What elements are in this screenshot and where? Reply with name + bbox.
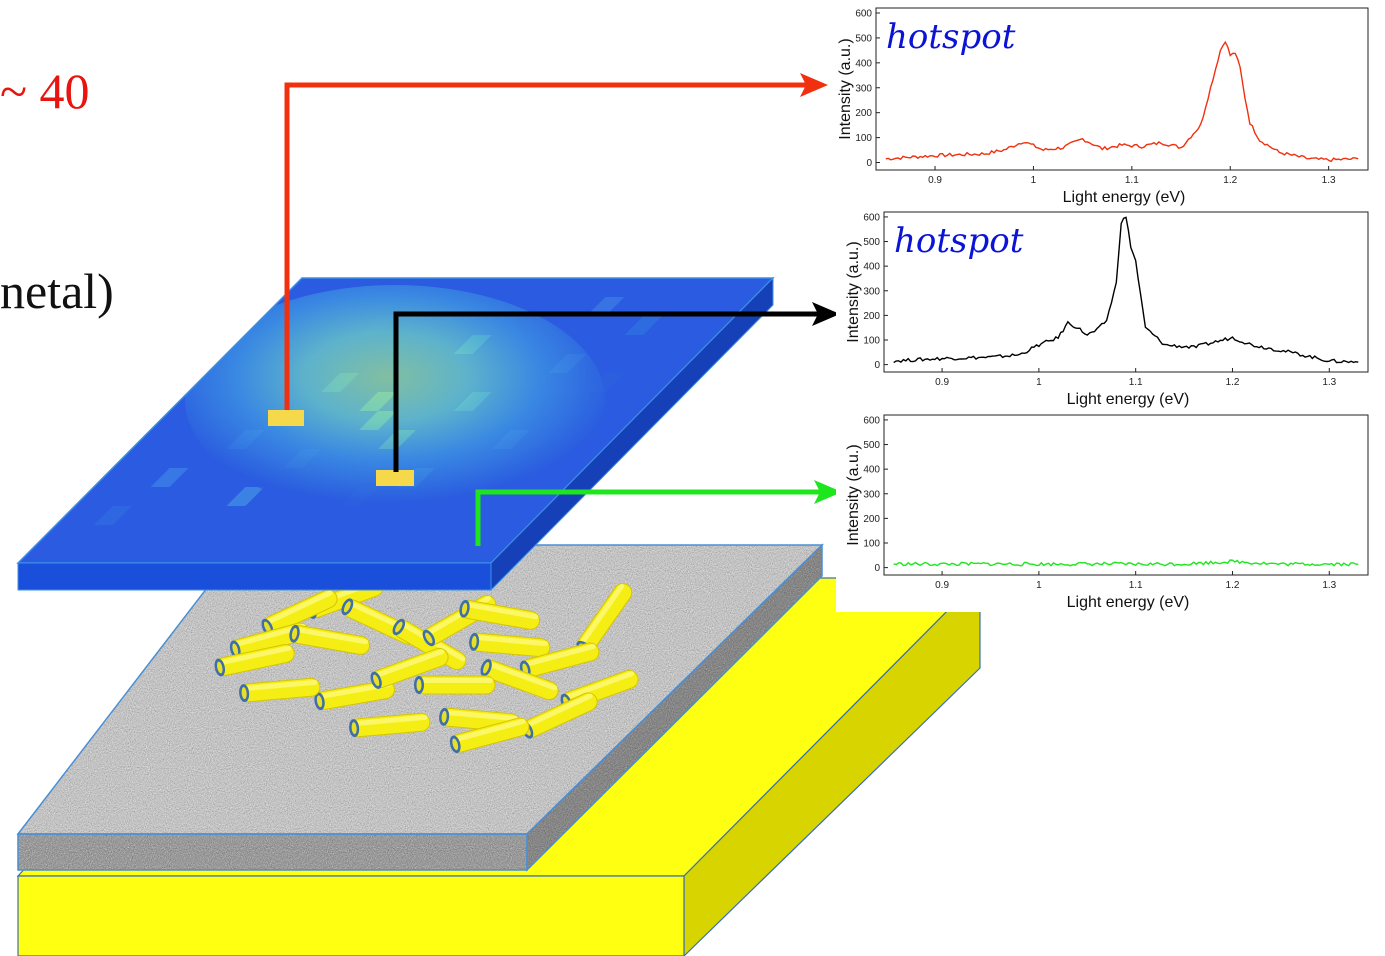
arrow-red-hotspot-1 bbox=[284, 73, 828, 410]
y-tick-label: 600 bbox=[855, 8, 872, 19]
x-tick-label: 0.9 bbox=[935, 377, 949, 388]
x-tick-label: 1 bbox=[1036, 377, 1042, 388]
slide-text-fragment-middle: netal) bbox=[0, 263, 114, 319]
y-tick-label: 600 bbox=[863, 212, 880, 223]
y-tick-label: 100 bbox=[863, 336, 880, 347]
x-axis-label: Light energy (eV) bbox=[1067, 594, 1190, 611]
nanorod bbox=[314, 680, 396, 711]
nanorod bbox=[469, 632, 551, 658]
x-tick-label: 1.1 bbox=[1125, 175, 1139, 186]
x-axis-label: Light energy (eV) bbox=[1067, 391, 1190, 408]
hotspot-pixel-2 bbox=[376, 470, 414, 486]
map-pixel bbox=[624, 316, 663, 335]
nanorod bbox=[439, 707, 521, 733]
map-pixel bbox=[586, 297, 625, 316]
x-tick-label: 1.1 bbox=[1129, 580, 1143, 591]
y-tick-label: 500 bbox=[863, 440, 880, 451]
y-tick-label: 300 bbox=[863, 489, 880, 500]
map-pixel bbox=[150, 468, 189, 487]
y-tick-label: 500 bbox=[855, 33, 872, 44]
x-tick-label: 1 bbox=[1036, 580, 1042, 591]
x-tick-label: 1 bbox=[1031, 175, 1037, 186]
y-tick-label: 100 bbox=[863, 539, 880, 550]
y-axis-label: Intensity (a.u.) bbox=[837, 38, 854, 139]
nanorod bbox=[349, 712, 431, 738]
slide-text-fragment-top: ~ 40 bbox=[0, 63, 90, 119]
y-tick-label: 0 bbox=[874, 563, 880, 574]
nanorod bbox=[370, 647, 449, 689]
spectrum-line bbox=[893, 216, 1359, 364]
map-pixel bbox=[226, 487, 265, 506]
y-tick-label: 400 bbox=[863, 262, 880, 273]
nanorod bbox=[519, 642, 600, 679]
hotspot-pixel-1 bbox=[268, 410, 304, 426]
x-tick-label: 1.2 bbox=[1226, 377, 1240, 388]
hotspot-annotation: hotspot bbox=[894, 221, 1024, 261]
y-tick-label: 600 bbox=[863, 415, 880, 426]
x-tick-label: 1.3 bbox=[1322, 377, 1336, 388]
nanorod bbox=[414, 675, 496, 695]
y-tick-label: 200 bbox=[855, 108, 872, 119]
map-pixel bbox=[93, 506, 132, 525]
y-tick-label: 400 bbox=[863, 465, 880, 476]
x-tick-label: 1.1 bbox=[1129, 377, 1143, 388]
y-tick-label: 200 bbox=[863, 311, 880, 322]
arrow-green-background bbox=[475, 480, 842, 546]
y-tick-label: 500 bbox=[863, 237, 880, 248]
y-tick-label: 300 bbox=[863, 286, 880, 297]
x-tick-label: 0.9 bbox=[928, 175, 942, 186]
y-tick-label: 300 bbox=[855, 83, 872, 94]
y-axis-label: Intensity (a.u.) bbox=[845, 241, 862, 342]
nanorod bbox=[239, 677, 321, 703]
nanorod bbox=[480, 659, 559, 701]
y-tick-label: 0 bbox=[866, 158, 872, 169]
x-tick-label: 1.3 bbox=[1322, 175, 1336, 186]
x-axis-label: Light energy (eV) bbox=[1063, 189, 1186, 206]
x-tick-label: 1.3 bbox=[1322, 580, 1336, 591]
y-tick-label: 400 bbox=[855, 58, 872, 69]
y-axis-label: Intensity (a.u.) bbox=[845, 444, 862, 545]
y-tick-label: 0 bbox=[874, 360, 880, 371]
spectrum-line bbox=[885, 40, 1359, 163]
spectrum-line bbox=[893, 559, 1359, 567]
gold-nanorods bbox=[214, 577, 639, 754]
hotspot-annotation: hotspot bbox=[886, 17, 1016, 57]
nanorod bbox=[289, 624, 371, 655]
nanorod bbox=[214, 644, 295, 677]
arrow-black-hotspot-2 bbox=[393, 302, 840, 472]
nanorod bbox=[449, 717, 530, 754]
x-tick-label: 0.9 bbox=[935, 580, 949, 591]
nanorod bbox=[459, 599, 541, 630]
y-tick-label: 200 bbox=[863, 514, 880, 525]
x-tick-label: 1.2 bbox=[1223, 175, 1237, 186]
y-tick-label: 100 bbox=[855, 133, 872, 144]
x-tick-label: 1.2 bbox=[1226, 580, 1240, 591]
